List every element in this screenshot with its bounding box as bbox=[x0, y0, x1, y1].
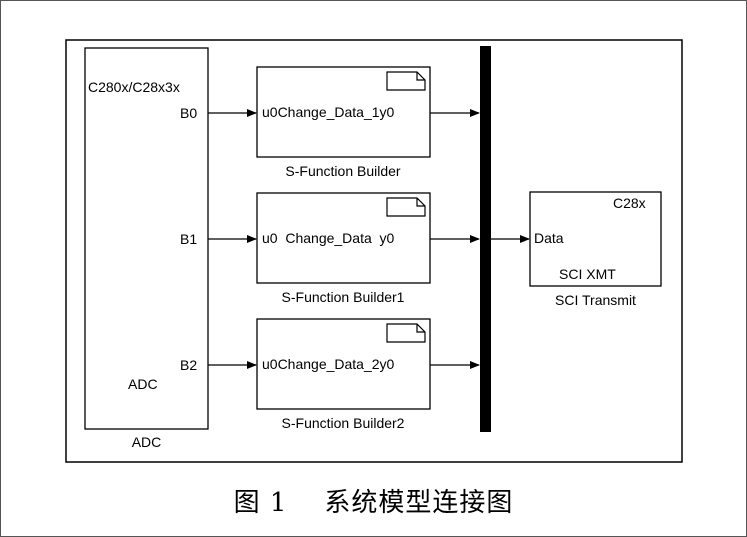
sfunction-block-1[interactable] bbox=[256, 66, 431, 158]
adc-port-b0: B0 bbox=[180, 105, 197, 121]
sci-input-label: Data bbox=[534, 230, 564, 246]
adc-device-label: C280x/C28x3x bbox=[88, 79, 180, 95]
adc-block-name: ADC bbox=[132, 434, 162, 450]
sfunction-2-port-text: u0 Change_Data y0 bbox=[262, 230, 395, 246]
sfunction-2-doc-icon bbox=[386, 197, 426, 217]
sfunction-block-3[interactable] bbox=[256, 318, 431, 410]
sfunction-1-port-text: u0Change_Data_1y0 bbox=[262, 104, 395, 120]
adc-port-b1: B1 bbox=[180, 231, 197, 247]
sfunction-3-doc-icon bbox=[386, 323, 426, 343]
sci-device-label: C28x bbox=[613, 195, 646, 211]
sci-inner-label: SCI XMT bbox=[559, 266, 616, 282]
sfunction-3-port-text: u0Change_Data_2y0 bbox=[262, 356, 395, 372]
adc-inner-label: ADC bbox=[128, 376, 158, 392]
sci-transmit-block[interactable] bbox=[529, 191, 662, 287]
sfunction-2-name: S-Function Builder1 bbox=[282, 289, 405, 305]
diagram-frame bbox=[65, 39, 683, 463]
figure-caption: 图 1 系统模型连接图 bbox=[233, 488, 514, 518]
sfunction-1-name: S-Function Builder bbox=[285, 163, 401, 179]
sfunction-1-doc-icon bbox=[386, 71, 426, 91]
sfunction-block-2[interactable] bbox=[256, 192, 431, 284]
sfunction-3-name: S-Function Builder2 bbox=[282, 415, 405, 431]
adc-block[interactable] bbox=[84, 47, 209, 430]
mux-bar[interactable] bbox=[480, 46, 491, 432]
sci-block-name: SCI Transmit bbox=[555, 292, 636, 308]
adc-port-b2: B2 bbox=[180, 357, 197, 373]
